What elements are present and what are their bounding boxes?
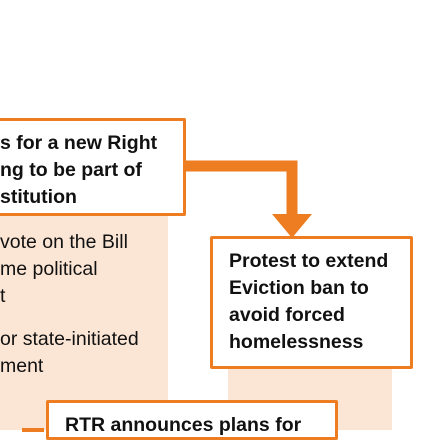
state-initiated-text: or state-initiated ment (0, 326, 139, 380)
box-line: Eviction ban to (229, 277, 369, 299)
eviction-protest-box: Protest to extend Eviction ban to avoid … (210, 236, 413, 369)
text-line: or state-initiated (0, 328, 139, 350)
bill-vote-text: vote on the Bill me political t (0, 229, 128, 310)
box-line: homelessness (229, 331, 364, 353)
box-line: stitution (0, 186, 77, 208)
box-line: RTR announces plans for (65, 414, 302, 436)
box-line: ng to be part of (0, 159, 142, 181)
box-line: s for a new Right (0, 132, 158, 154)
text-line: vote on the Bill (0, 231, 128, 253)
box-line: avoid forced (229, 304, 345, 326)
text-line: me political (0, 258, 98, 280)
rtr-announcement-box: RTR announces plans for (46, 400, 338, 440)
box-line: Protest to extend (229, 250, 389, 272)
connector-arrow-to-protest-box (186, 160, 298, 218)
text-line: t (0, 285, 6, 307)
right-to-housing-box: s for a new Right ng to be part of stitu… (0, 118, 186, 216)
text-line: ment (0, 355, 44, 377)
left-column-panel (0, 212, 168, 430)
arrowhead-down (272, 214, 312, 238)
